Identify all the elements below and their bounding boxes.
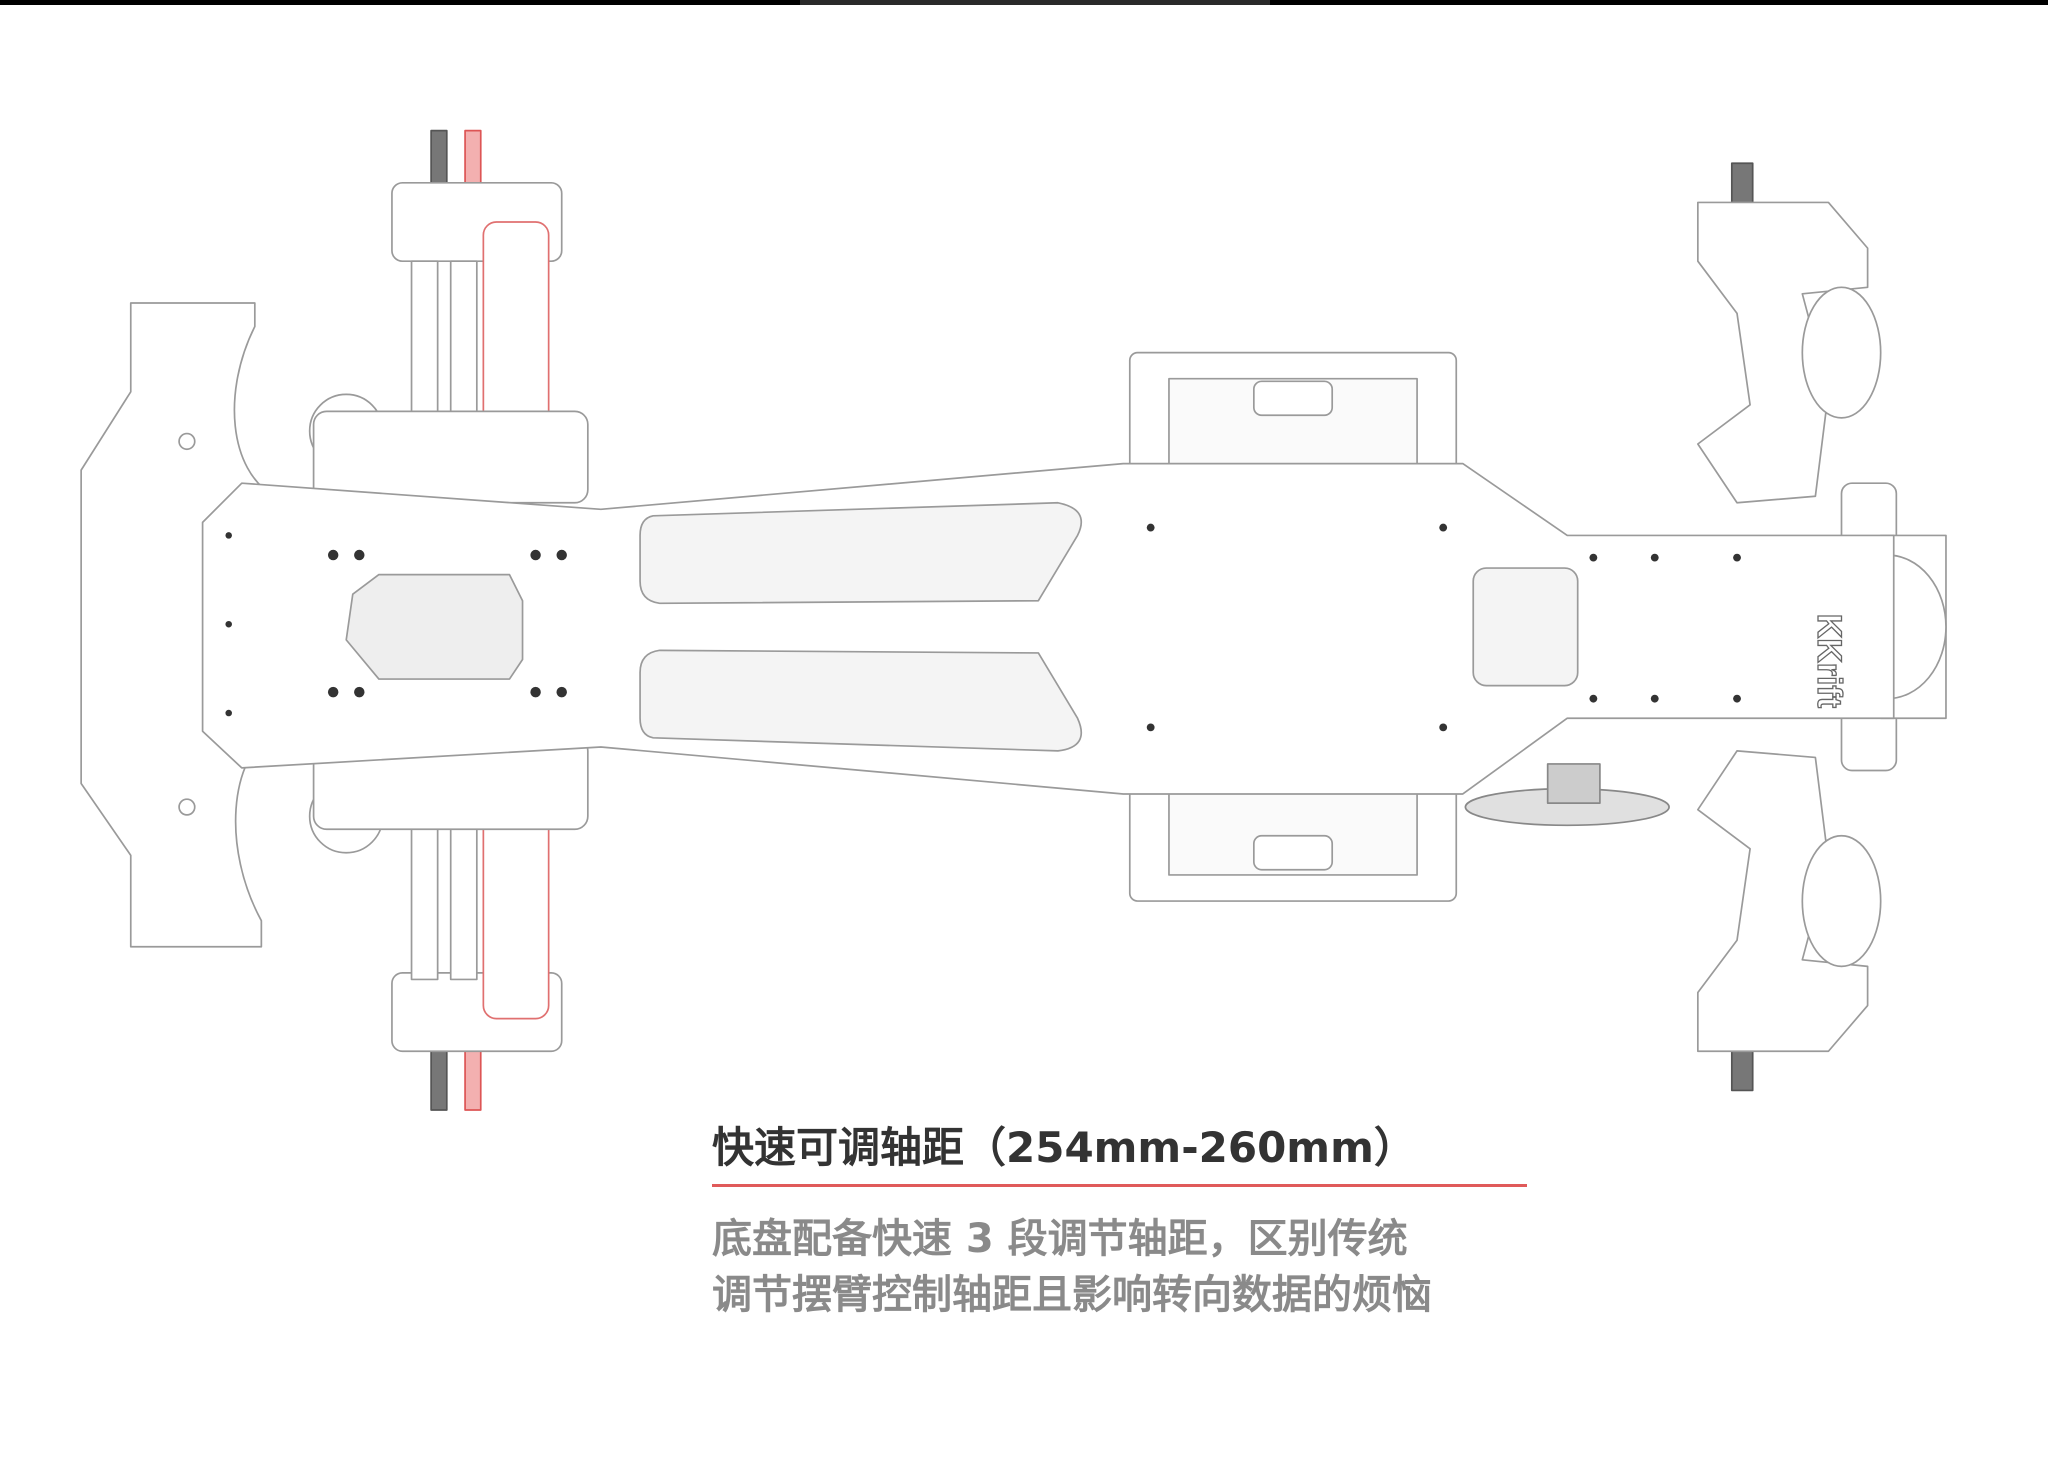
front-suspension-bottom (308, 736, 589, 1111)
caption-title: 快速可调轴距（254mm-260mm） (712, 1123, 1416, 1172)
caption-divider (712, 1184, 1527, 1187)
screw-holes (225, 523, 1741, 732)
feature-caption: 快速可调轴距（254mm-260mm） 底盘配备快速 3 段调节轴距，区别传统 … (712, 1118, 1532, 1323)
caption-body: 底盘配备快速 3 段调节轴距，区别传统 调节摆臂控制轴距且影响转向数据的烦恼 (712, 1211, 1532, 1323)
main-chassis-plate (201, 462, 1895, 795)
front-suspension-top (308, 129, 589, 504)
front-cutout (345, 573, 524, 680)
caption-body-line-1: 底盘配备快速 3 段调节轴距，区别传统 (712, 1216, 1408, 1262)
chassis-slot-upper (639, 501, 1083, 605)
top-bar-segment (800, 0, 1270, 5)
chassis-logo: KKrift (1810, 614, 1848, 708)
chassis-slot-lower (639, 649, 1083, 752)
caption-body-line-2: 调节摆臂控制轴距且影响转向数据的烦恼 (712, 1272, 1432, 1318)
top-bar (0, 0, 2048, 5)
